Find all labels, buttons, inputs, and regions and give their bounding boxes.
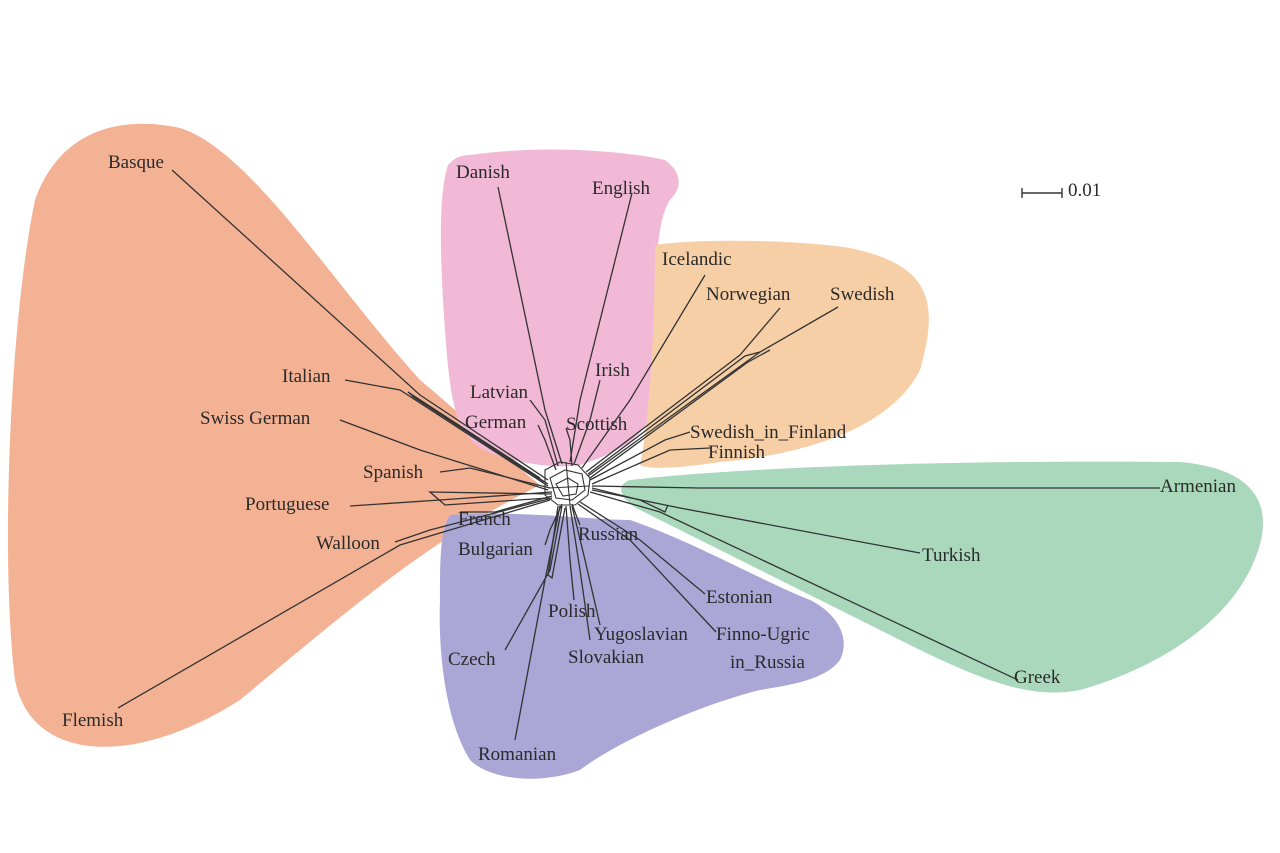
edge-finno-ugric bbox=[577, 503, 717, 633]
label-german: German bbox=[465, 412, 527, 433]
region-anatolian-group bbox=[621, 461, 1263, 693]
region-nordic-group bbox=[640, 240, 929, 468]
label-italian: Italian bbox=[282, 366, 331, 387]
label-latvian: Latvian bbox=[470, 382, 529, 403]
edge-latvian bbox=[529, 399, 559, 467]
scale-bar-label: 0.01 bbox=[1068, 180, 1101, 201]
network-core bbox=[544, 461, 591, 506]
edge-spanish bbox=[439, 467, 551, 489]
edge-german bbox=[537, 424, 557, 471]
label-english: English bbox=[592, 178, 651, 199]
label-finnish: Finnish bbox=[708, 442, 766, 463]
label-scottish: Scottish bbox=[566, 414, 628, 435]
edge-flemish bbox=[117, 499, 551, 709]
edge-norwegian bbox=[585, 307, 781, 473]
taxon-labels: Basque Italian Swiss German Spanish Port… bbox=[62, 152, 1236, 765]
edge-danish bbox=[497, 186, 563, 465]
label-greek: Greek bbox=[1014, 667, 1061, 688]
edge-french bbox=[460, 495, 553, 513]
edge-walloon bbox=[394, 497, 553, 543]
label-swedish-in-finland: Swedish_in_Finland bbox=[690, 422, 847, 443]
label-swedish: Swedish bbox=[830, 284, 895, 305]
edge-yugoslavian bbox=[571, 505, 601, 626]
label-danish: Danish bbox=[456, 162, 510, 183]
edge-basque bbox=[171, 169, 549, 481]
edge-english bbox=[569, 192, 633, 463]
label-icelandic: Icelandic bbox=[662, 249, 732, 270]
label-turkish: Turkish bbox=[922, 545, 981, 566]
region-germanic-west-group bbox=[440, 149, 679, 467]
label-walloon: Walloon bbox=[316, 533, 380, 554]
edge-czech bbox=[504, 505, 563, 651]
label-czech: Czech bbox=[448, 649, 496, 670]
label-yugoslavian: Yugoslavian bbox=[594, 624, 688, 645]
edge-irish bbox=[573, 379, 601, 465]
label-swiss-german: Swiss German bbox=[200, 408, 311, 429]
label-romanian: Romanian bbox=[478, 744, 557, 765]
edge-finnish bbox=[591, 447, 711, 485]
label-finno-ugric-line1: Finno-Ugric bbox=[716, 624, 810, 645]
edge-greek bbox=[589, 491, 1019, 681]
edge-polish bbox=[565, 505, 575, 601]
network-branches bbox=[117, 169, 1160, 741]
edge-slovakian bbox=[569, 505, 591, 641]
label-irish: Irish bbox=[595, 360, 630, 381]
label-spanish: Spanish bbox=[363, 462, 424, 483]
edge-scottish bbox=[565, 427, 573, 467]
edge-estonian bbox=[579, 501, 706, 595]
label-estonian: Estonian bbox=[706, 587, 773, 608]
label-norwegian: Norwegian bbox=[706, 284, 791, 305]
region-romance-group bbox=[7, 123, 541, 747]
label-russian: Russian bbox=[578, 524, 639, 545]
label-slovakian: Slovakian bbox=[568, 647, 644, 668]
edge-swedish-in-finland bbox=[589, 431, 691, 481]
label-basque: Basque bbox=[108, 152, 164, 173]
label-armenian: Armenian bbox=[1160, 476, 1236, 497]
scale-bar: 0.01 bbox=[1021, 180, 1101, 201]
label-flemish: Flemish bbox=[62, 710, 124, 731]
label-bulgarian: Bulgarian bbox=[458, 539, 533, 560]
edge-italian bbox=[344, 379, 549, 487]
edge-armenian bbox=[591, 485, 1160, 489]
edge-icelandic bbox=[581, 274, 706, 469]
label-polish: Polish bbox=[548, 601, 596, 622]
label-french: French bbox=[458, 509, 511, 530]
label-portuguese: Portuguese bbox=[245, 494, 329, 515]
edge-russian bbox=[571, 503, 581, 526]
region-slavic-uralic-group bbox=[439, 513, 844, 779]
label-finno-ugric-line2: in_Russia bbox=[730, 652, 806, 673]
